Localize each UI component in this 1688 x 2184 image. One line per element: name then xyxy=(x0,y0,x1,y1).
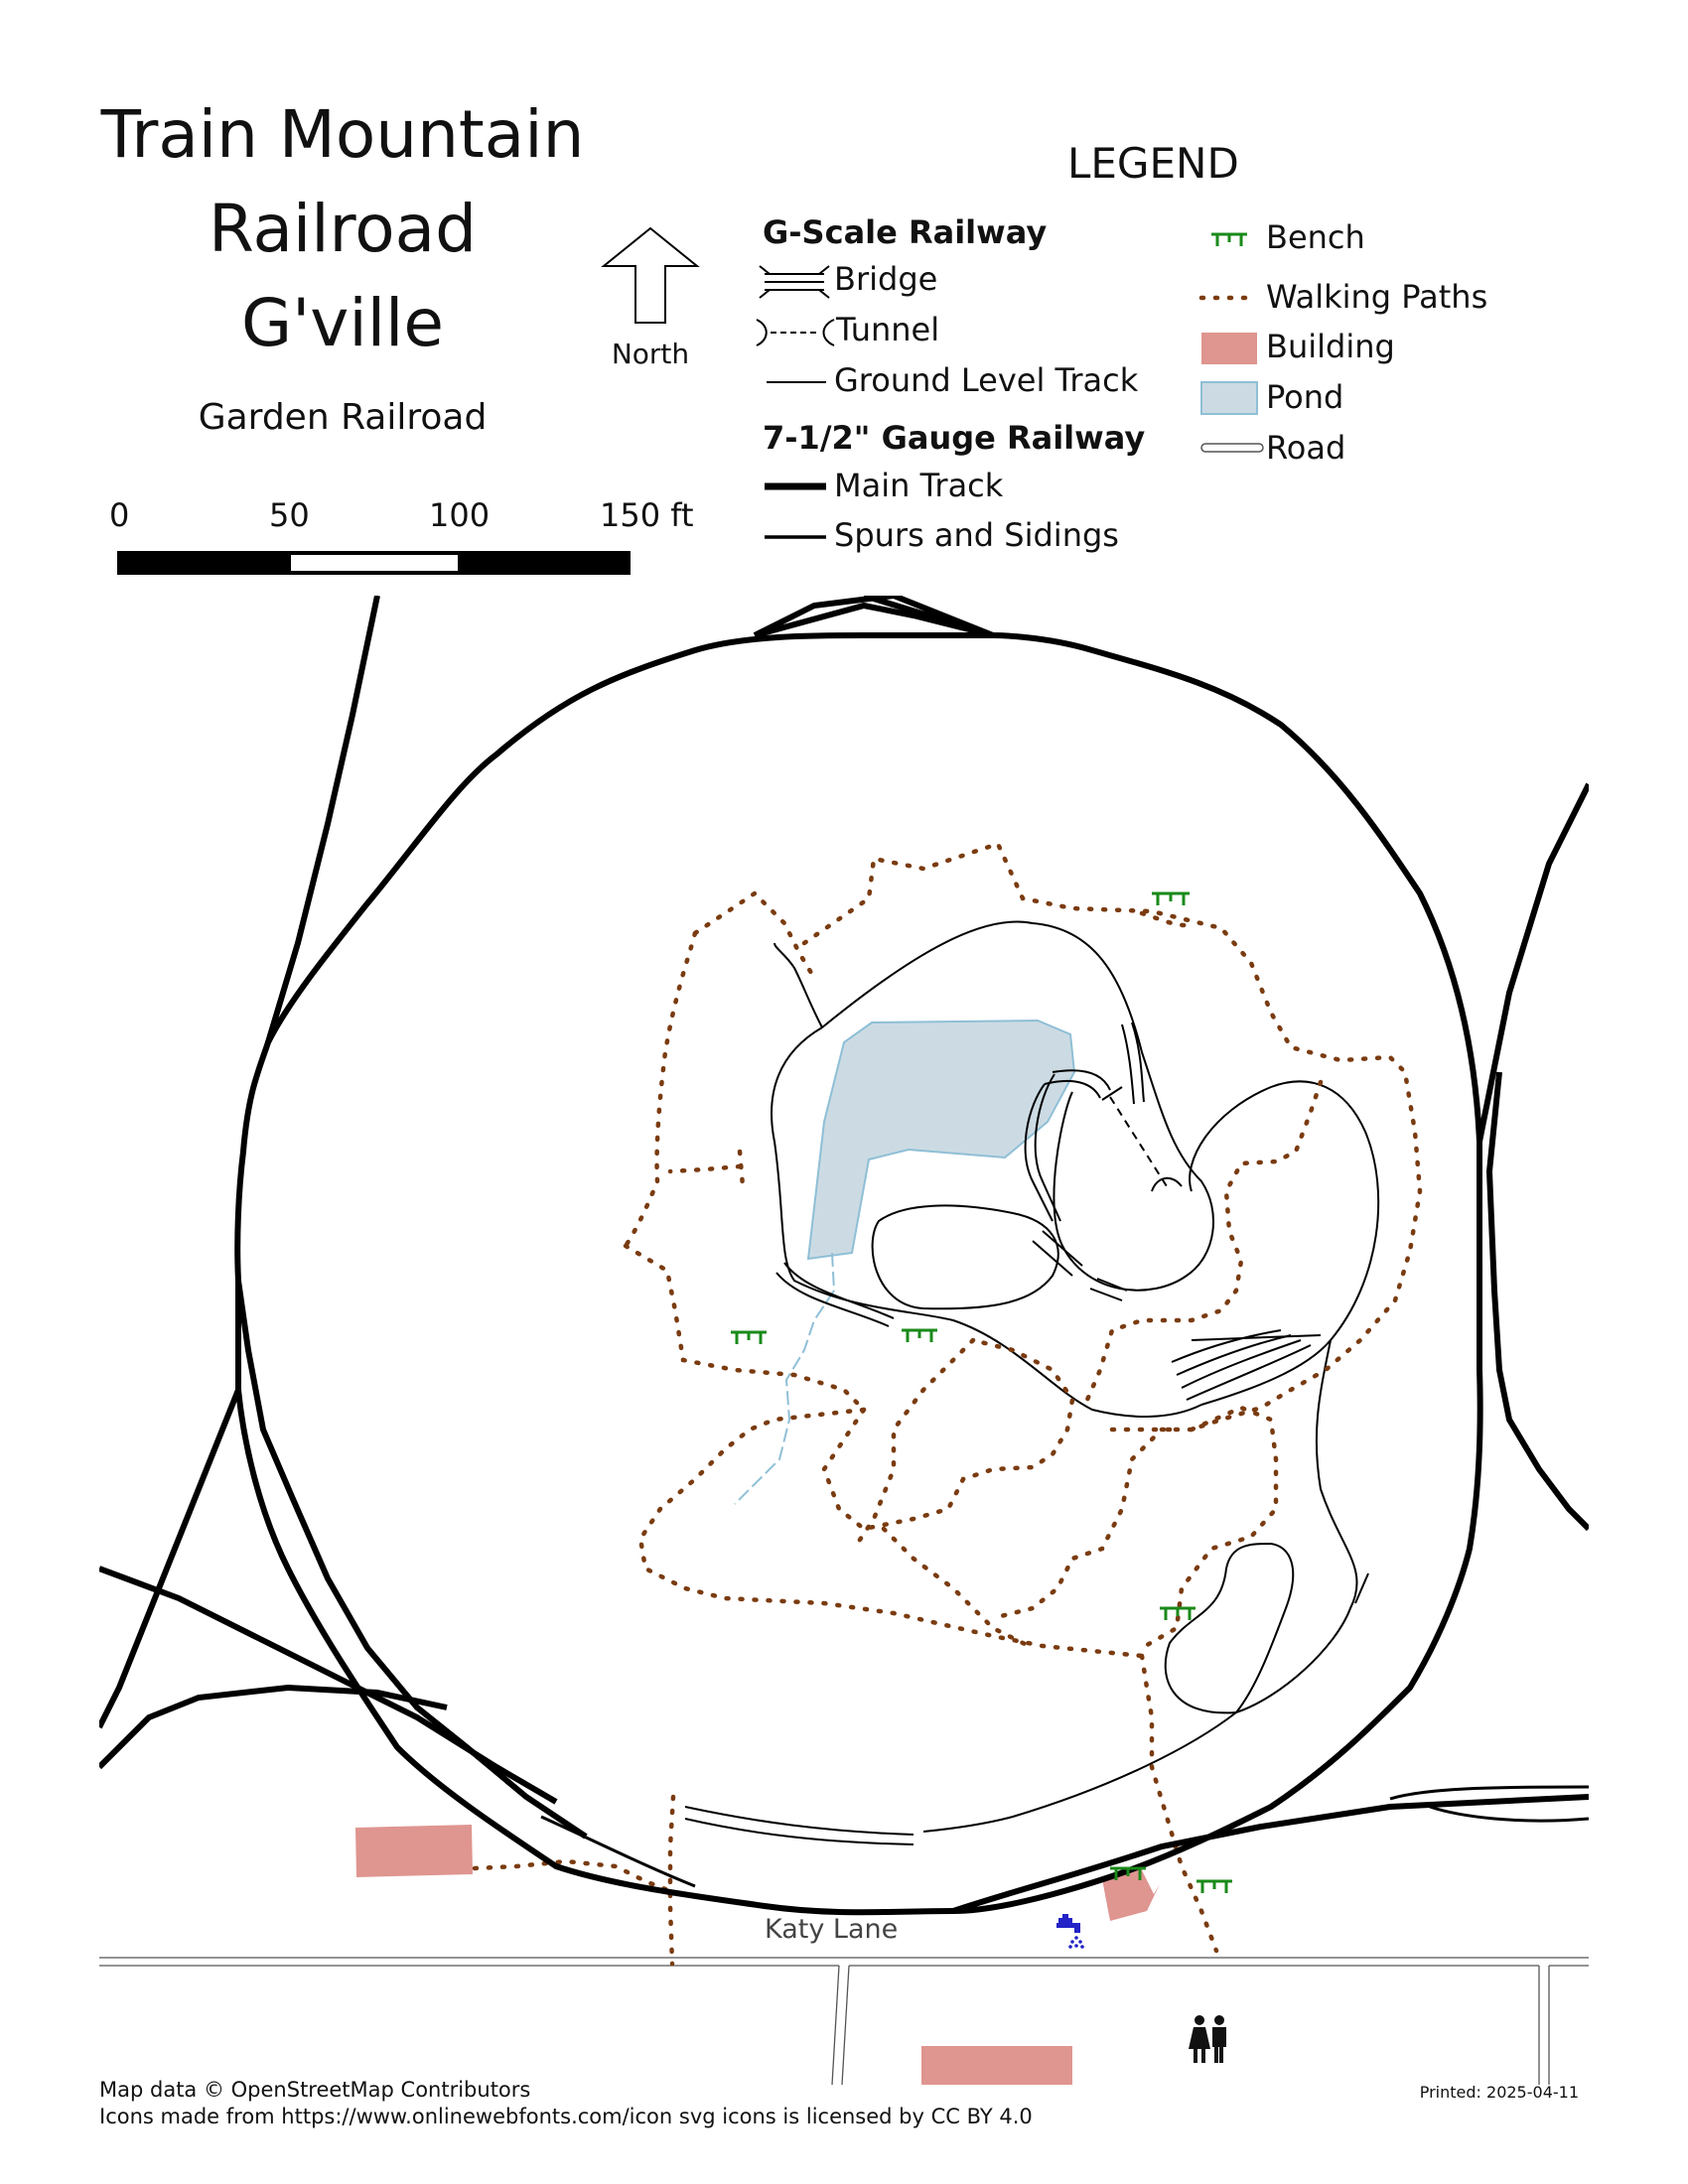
subtitle: Garden Railroad xyxy=(198,397,488,438)
legend-symbols-right xyxy=(1198,232,1264,453)
scale-bar xyxy=(117,551,631,575)
road-label-katy-lane: Katy Lane xyxy=(765,1914,899,1945)
spurs-and-sidings xyxy=(540,1785,1589,1888)
legend-gauge-heading: 7-1/2" Gauge Railway xyxy=(763,419,1146,457)
g-scale-bridges xyxy=(684,1022,1322,1845)
road-katy-lane xyxy=(99,1957,1589,2085)
bench-icon xyxy=(1196,1879,1232,1893)
legend-pond: Pond xyxy=(1266,378,1344,416)
legend-g-scale-heading: G-Scale Railway xyxy=(763,213,1048,251)
legend-ground-track: Ground Level Track xyxy=(834,361,1139,399)
legend-building: Building xyxy=(1266,328,1395,365)
north-label: North xyxy=(611,338,690,370)
title-line-1: Train Mountain xyxy=(100,96,585,173)
printed-date: Printed: 2025-04-11 xyxy=(1419,2083,1579,2102)
legend-symbols xyxy=(756,265,835,539)
legend-pond-symbol xyxy=(1200,381,1258,415)
legend-main-track: Main Track xyxy=(834,467,1004,504)
legend-bench: Bench xyxy=(1266,218,1365,256)
legend-bridge: Bridge xyxy=(834,260,938,298)
scale-label-50: 50 xyxy=(269,496,310,534)
legend-walking-paths: Walking Paths xyxy=(1266,278,1488,316)
legend-spurs: Spurs and Sidings xyxy=(834,516,1119,554)
water-tap-icon xyxy=(1056,1914,1084,1949)
main-track xyxy=(99,596,1589,1916)
legend-road: Road xyxy=(1266,429,1346,467)
restroom-icon xyxy=(1189,2015,1226,2063)
footer-icons-credit: Icons made from https://www.onlinewebfon… xyxy=(99,2105,1033,2128)
title-line-2: Railroad xyxy=(209,191,477,267)
pond xyxy=(806,1019,1076,1261)
north-arrow-icon xyxy=(601,226,700,324)
stream xyxy=(734,1252,836,1505)
scale-label-150: 150 ft xyxy=(600,496,694,534)
g-scale-tunnel xyxy=(1101,1086,1183,1192)
legend-tunnel: Tunnel xyxy=(836,311,940,348)
g-scale-ground-track xyxy=(771,920,1380,1833)
legend-road-symbol xyxy=(1200,443,1264,453)
building-west xyxy=(355,1825,473,1877)
building-south xyxy=(921,2046,1072,2085)
scale-label-0: 0 xyxy=(109,496,130,534)
bench-icon xyxy=(1152,891,1190,905)
legend-bridge-symbol xyxy=(759,265,830,299)
legend-tunnel-symbol xyxy=(756,319,835,346)
walking-paths xyxy=(472,841,1423,1967)
title-line-3: G'ville xyxy=(241,285,444,361)
legend-building-symbol xyxy=(1201,333,1257,364)
bench-icon xyxy=(1110,1866,1146,1880)
scale-label-100: 100 xyxy=(429,496,491,534)
bench-icon xyxy=(1160,1606,1196,1620)
bench-icon xyxy=(731,1330,767,1344)
benches xyxy=(731,891,1232,1893)
bench-icon xyxy=(1211,232,1247,246)
bench-icon xyxy=(902,1328,937,1342)
legend-title: LEGEND xyxy=(1067,139,1239,188)
footer-credit: Map data © OpenStreetMap Contributors xyxy=(99,2078,531,2102)
